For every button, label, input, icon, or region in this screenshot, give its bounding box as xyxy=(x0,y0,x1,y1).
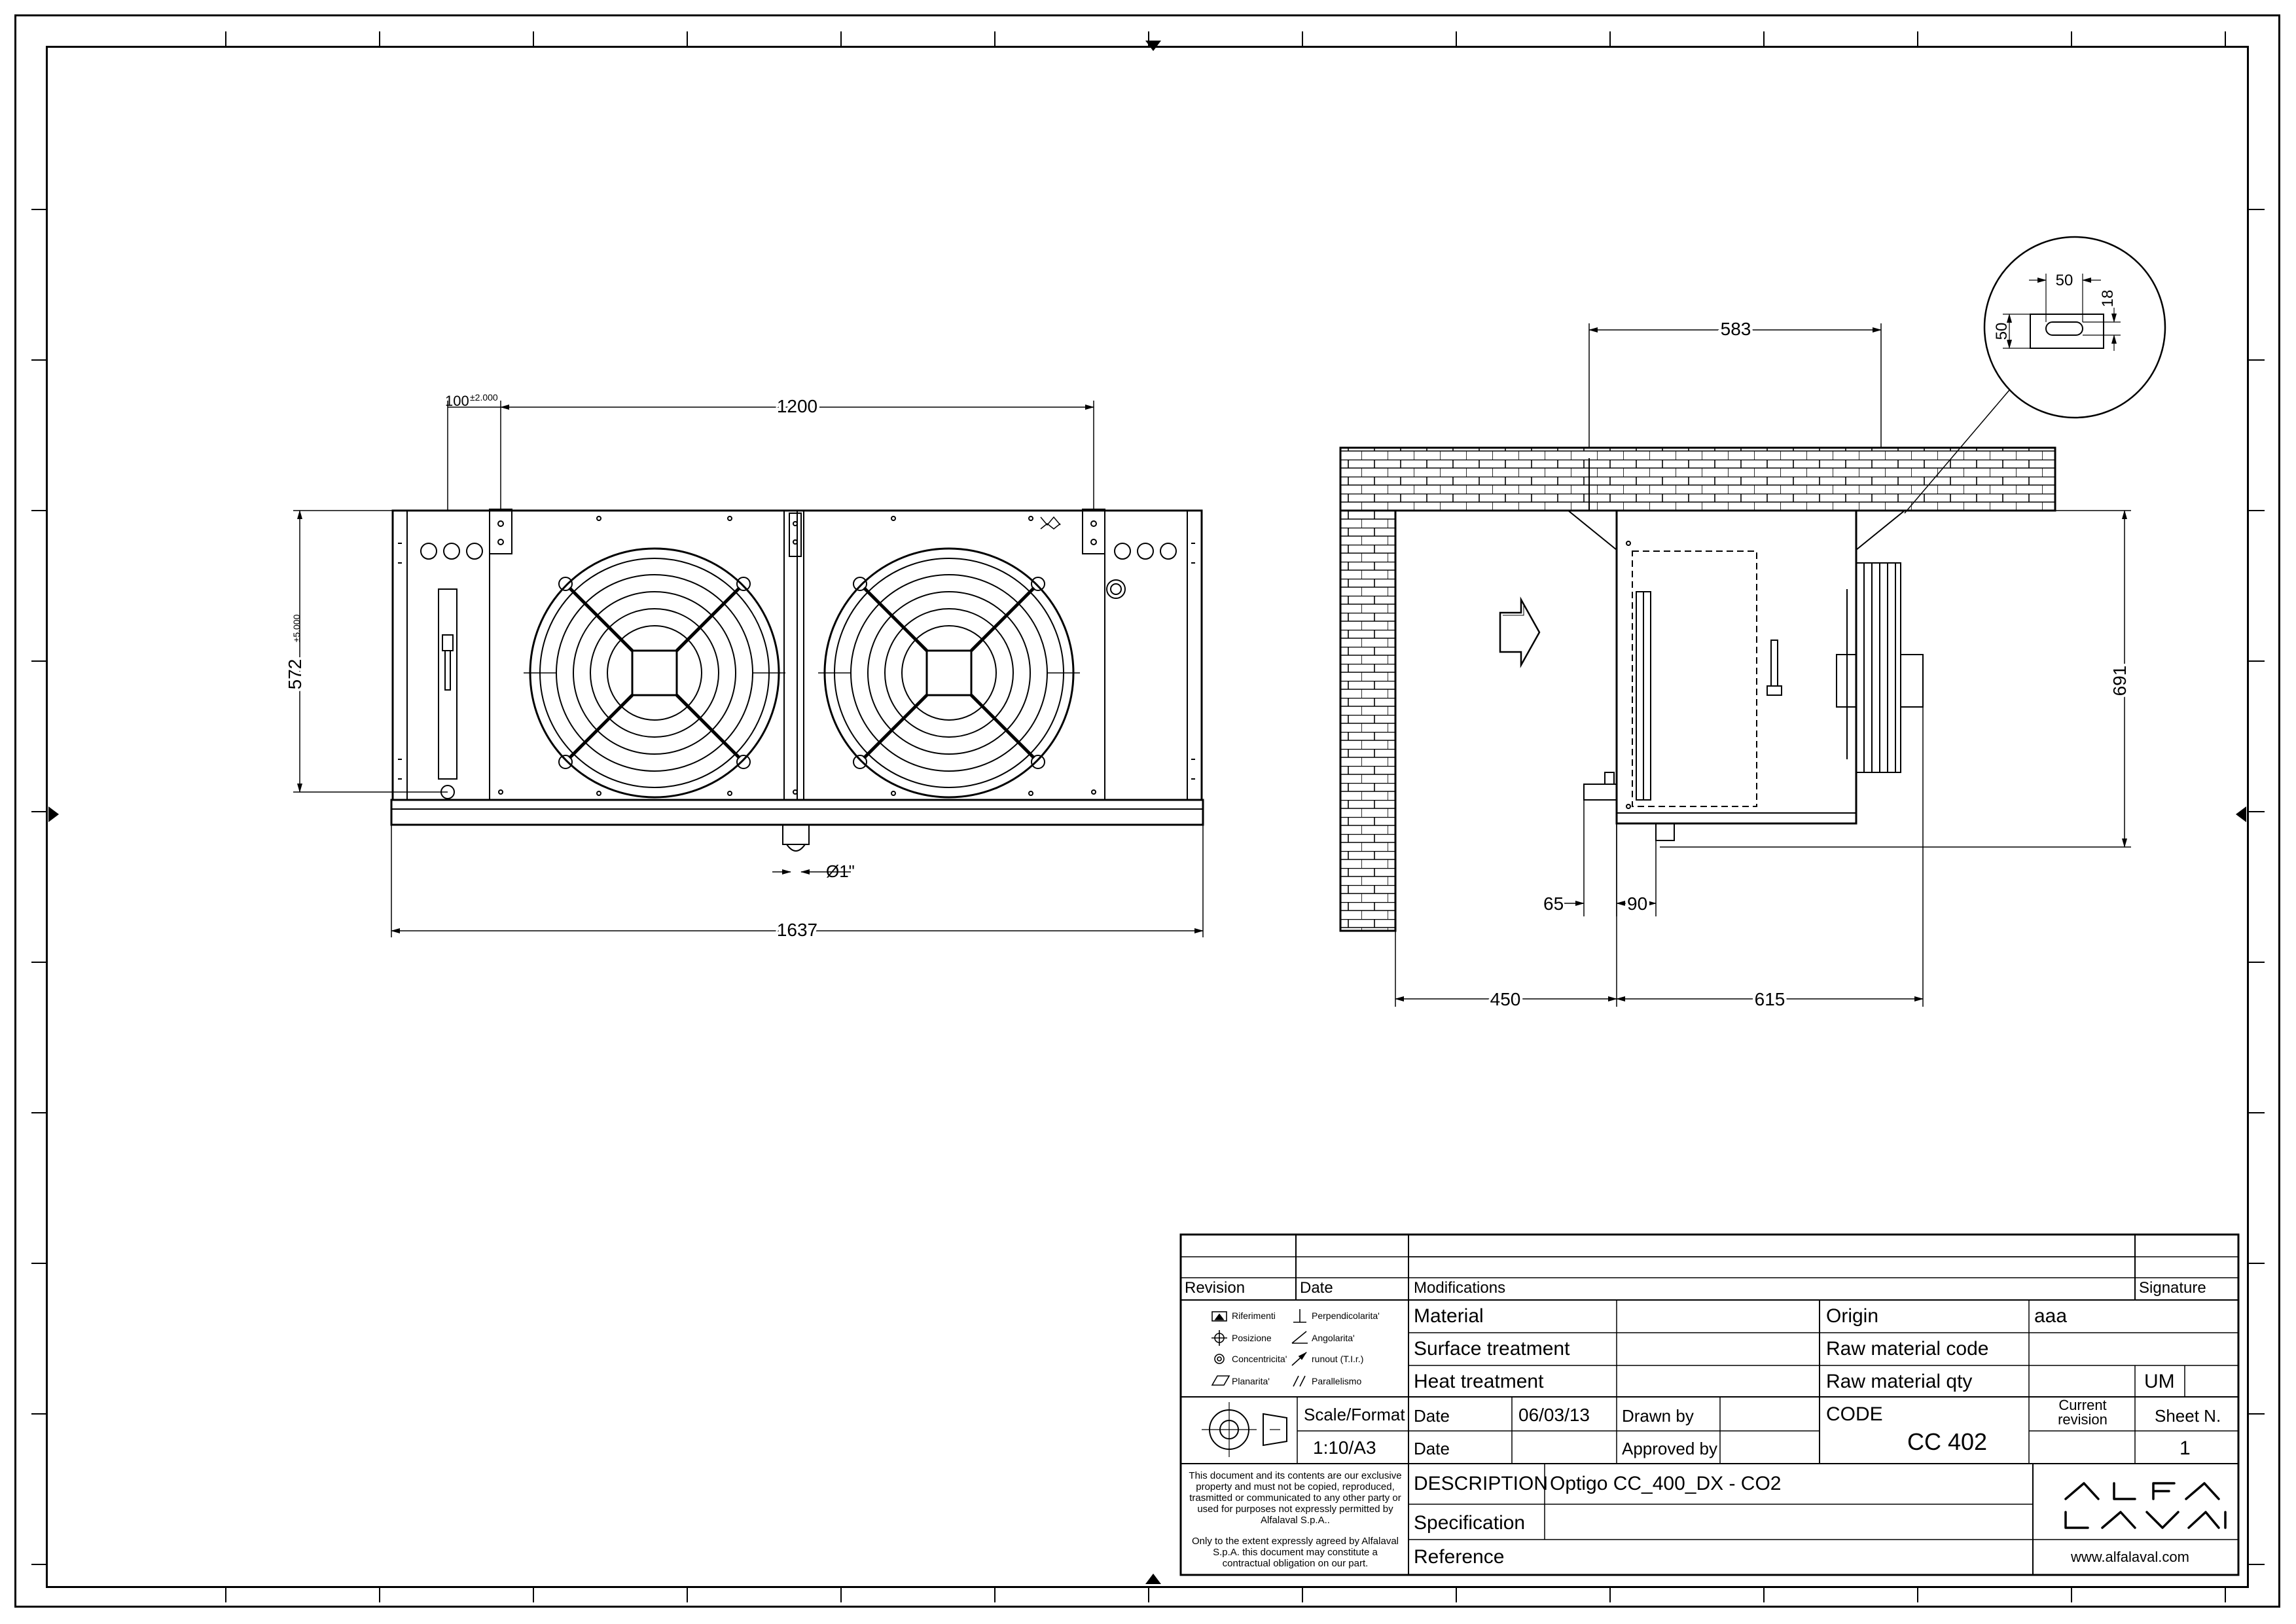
approval-date-label: Date xyxy=(1414,1439,1450,1458)
title-block-grid xyxy=(1179,1233,2240,1576)
dim-detail-18: 18 xyxy=(2099,290,2117,308)
position-icon xyxy=(1211,1330,1227,1346)
fan-1 xyxy=(524,547,785,799)
description-value: Optigo CC_400_DX - CO2 xyxy=(1550,1473,1782,1494)
dim-615: 615 xyxy=(1755,989,1785,1009)
raw-material-code-label: Raw material code xyxy=(1826,1338,1989,1360)
dim-572-tol: ±5.000 xyxy=(291,614,302,642)
flatness-icon xyxy=(1211,1375,1230,1386)
legend-label: Perpendicolarita' xyxy=(1312,1310,1380,1321)
origin-value: aaa xyxy=(2034,1305,2068,1327)
angularity-icon xyxy=(1291,1331,1308,1344)
scale-format-value: 1:10/A3 xyxy=(1313,1437,1376,1458)
datum-reference-icon xyxy=(1211,1311,1227,1322)
dim-100: 100 xyxy=(445,393,469,409)
dim-65: 65 xyxy=(1543,893,1564,914)
dim-691: 691 xyxy=(2109,666,2130,696)
legend-label: Angolarita' xyxy=(1312,1333,1355,1343)
code-value: CC 402 xyxy=(1907,1428,1988,1455)
side-view xyxy=(1339,446,2056,932)
um-label: UM xyxy=(2144,1371,2175,1392)
detail-view xyxy=(1904,236,2166,514)
approved-by-label: Approved by xyxy=(1622,1439,1717,1458)
legend-label: runout (T.I.r.) xyxy=(1312,1354,1364,1364)
signature-header: Signature xyxy=(2139,1279,2206,1297)
revision-header: Revision xyxy=(1185,1279,1246,1297)
outer-frame xyxy=(14,14,2280,1608)
modifications-header: Modifications xyxy=(1414,1279,1506,1297)
dim-583: 583 xyxy=(1721,319,1751,339)
description-label: DESCRIPTION xyxy=(1414,1473,1549,1494)
dim-detail-50-v: 50 xyxy=(1993,323,2011,340)
legend-label: Concentricita' xyxy=(1232,1354,1287,1364)
fan-2 xyxy=(818,547,1080,799)
material-label: Material xyxy=(1414,1305,1484,1327)
date-label: Date xyxy=(1414,1406,1450,1426)
dim-90: 90 xyxy=(1627,893,1647,914)
dim-450: 450 xyxy=(1490,989,1521,1009)
current-revision-label: Current revision xyxy=(2058,1397,2108,1428)
legend-label: Parallelismo xyxy=(1312,1376,1362,1386)
dimension-labels: 1200 100 ±2.000 572 ±5.000 Ø1" 1637 583 … xyxy=(282,270,2132,1012)
dim-100-tol: ±2.000 xyxy=(470,392,498,403)
dim-1200: 1200 xyxy=(777,396,817,416)
runout-icon xyxy=(1291,1352,1307,1366)
sheet-number-label: Sheet N. xyxy=(2155,1406,2221,1426)
perpendicularity-icon xyxy=(1293,1309,1306,1323)
website-link[interactable]: www.alfalaval.com xyxy=(2071,1549,2189,1565)
centring-marks xyxy=(48,41,2246,1584)
origin-label: Origin xyxy=(1826,1305,1879,1327)
inner-frame xyxy=(46,46,2249,1588)
side-view-dimensions xyxy=(1395,323,2131,1007)
surface-treatment-label: Surface treatment xyxy=(1414,1338,1570,1360)
scale-format-label: Scale/Format xyxy=(1304,1405,1405,1424)
heat-treatment-label: Heat treatment xyxy=(1414,1371,1544,1392)
front-view xyxy=(390,509,1204,852)
dim-drain-diameter: Ø1" xyxy=(826,861,855,881)
legend-label: Planarita' xyxy=(1232,1376,1270,1386)
dim-1637: 1637 xyxy=(777,920,817,940)
legend-label: Riferimenti xyxy=(1232,1310,1276,1321)
concentricity-icon xyxy=(1214,1354,1225,1364)
front-view-dimensions xyxy=(293,401,1204,937)
alfa-laval-logo xyxy=(2064,1482,2227,1529)
disclaimer-text-contract: Only to the extent expressly agreed by A… xyxy=(1191,1536,1399,1569)
reference-label: Reference xyxy=(1414,1546,1505,1568)
drawn-by-label: Drawn by xyxy=(1622,1406,1694,1426)
code-label: CODE xyxy=(1826,1403,1883,1425)
dim-detail-50-h: 50 xyxy=(2056,272,2073,289)
dim-572: 572 xyxy=(285,659,305,690)
disclaimer-text: This document and its contents are our e… xyxy=(1189,1470,1402,1526)
specification-label: Specification xyxy=(1414,1512,1526,1534)
logo-wordmark: ALFA LAVAL xyxy=(2049,1466,2100,1477)
gdt-legend-icons xyxy=(1211,1309,1308,1387)
raw-material-qty-label: Raw material qty xyxy=(1826,1371,1973,1392)
border-zone-ticks xyxy=(31,31,2265,1602)
parallelism-icon xyxy=(1293,1375,1306,1387)
legend-label: Posizione xyxy=(1232,1333,1272,1343)
sheet-number-value: 1 xyxy=(2179,1437,2191,1459)
date-value: 06/03/13 xyxy=(1518,1405,1590,1425)
date-header: Date xyxy=(1300,1279,1333,1297)
